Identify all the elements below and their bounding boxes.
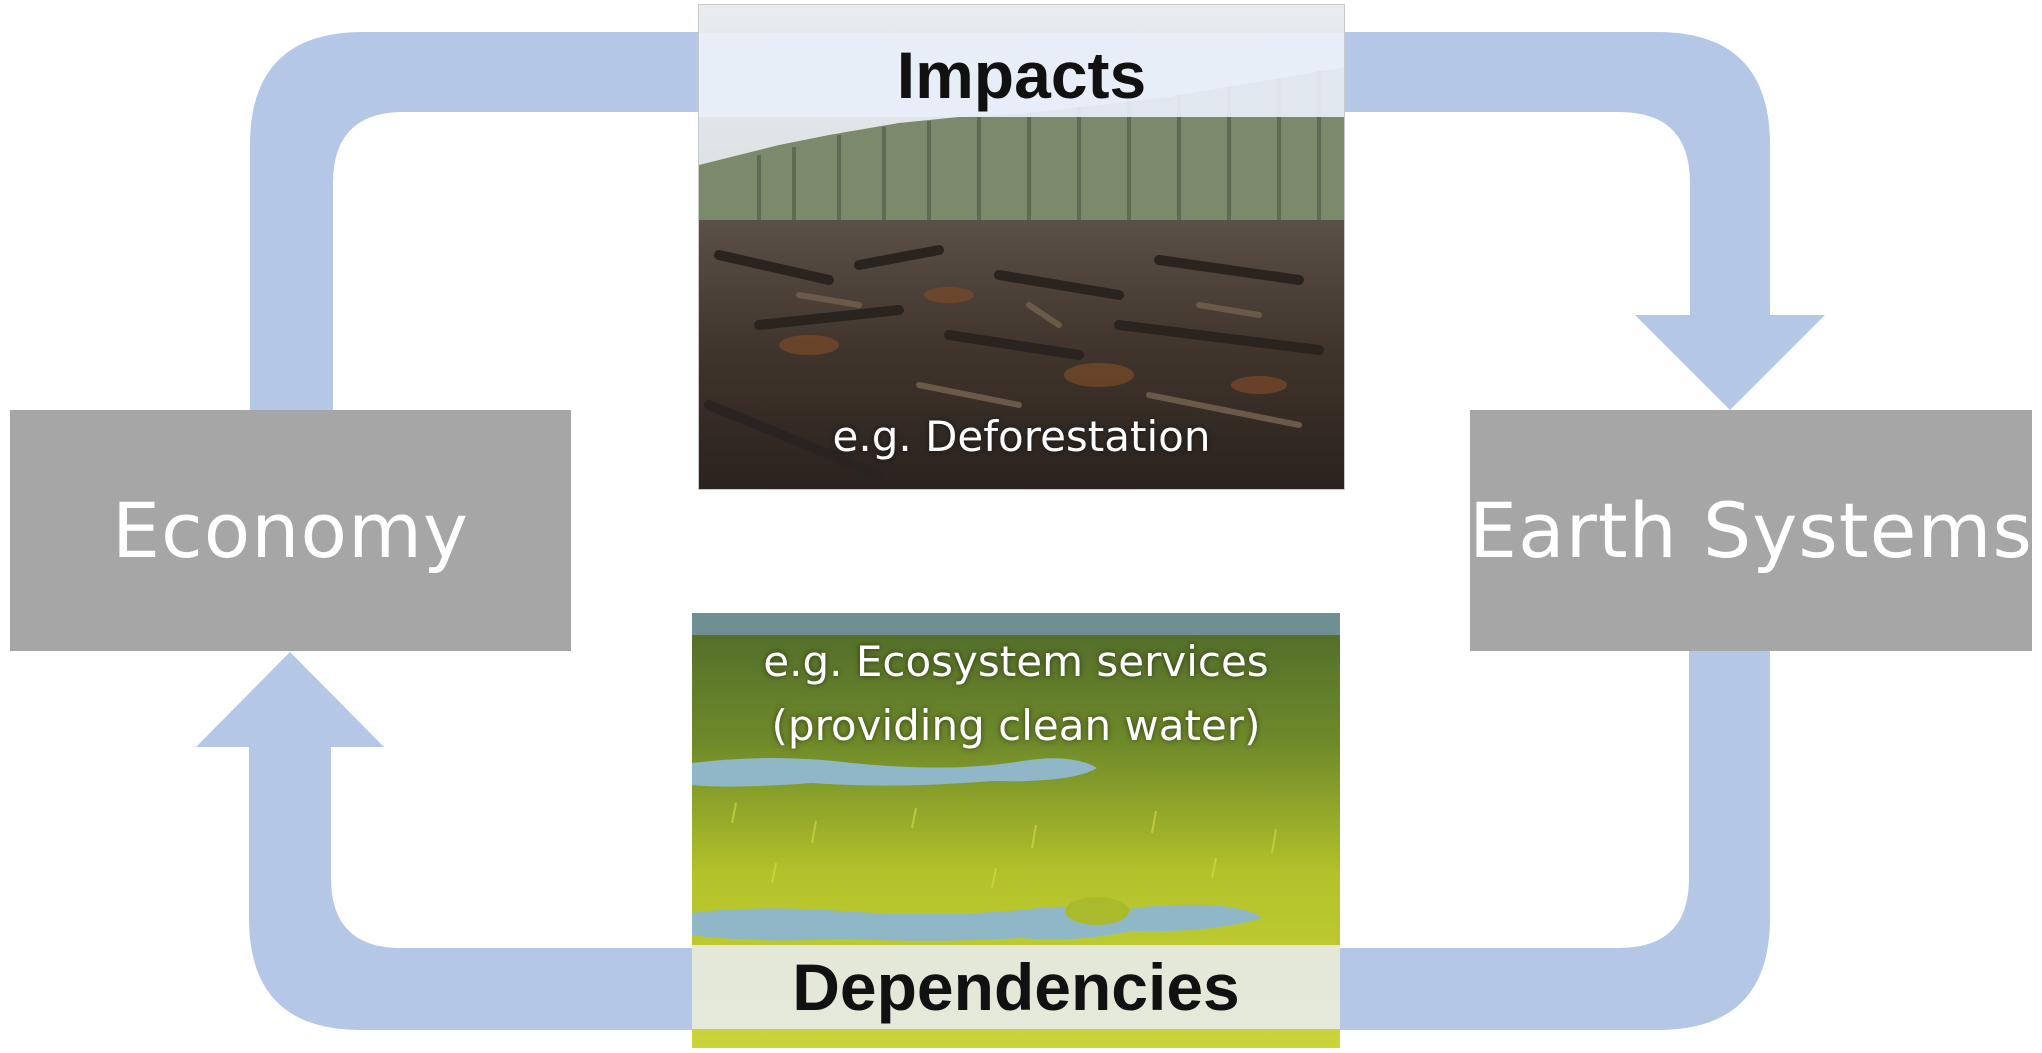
deforestation-photo: Impacts e.g. Deforestation — [698, 4, 1345, 490]
economy-node: Economy — [10, 410, 571, 651]
impacts-label: Impacts — [699, 33, 1344, 117]
economy-label: Economy — [112, 486, 469, 575]
dependencies-example-line1: e.g. Ecosystem services — [763, 637, 1269, 686]
earth-systems-label: Earth Systems — [1469, 486, 2033, 575]
impacts-example: e.g. Deforestation — [832, 412, 1211, 461]
dependencies-label: Dependencies — [692, 945, 1340, 1029]
wetland-photo: e.g. Ecosystem services (providing clean… — [692, 613, 1340, 1048]
dependencies-example-line2: (providing clean water) — [771, 701, 1261, 750]
earth-systems-node: Earth Systems — [1469, 410, 2033, 651]
